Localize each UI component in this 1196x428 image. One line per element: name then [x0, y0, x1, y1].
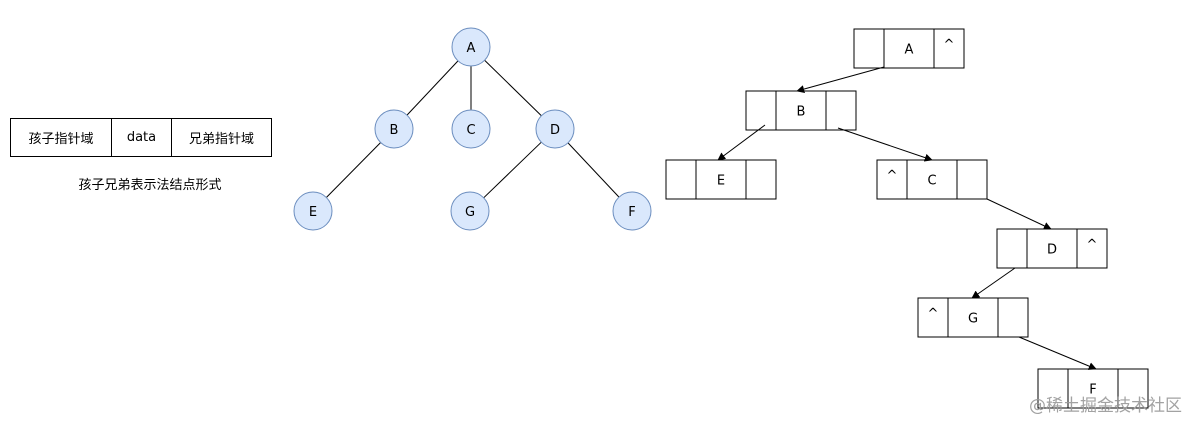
record-F-child-cell: [1037, 368, 1069, 409]
tree-node-D: [535, 109, 575, 149]
record-D: D^: [996, 228, 1108, 269]
tree-node-label-D: D: [550, 123, 560, 138]
pointer-arrows: [717, 66, 1097, 370]
tree-node-label-B: B: [390, 123, 399, 138]
record-G: ^G: [917, 297, 1029, 338]
record-F-data-cell-text: F: [1089, 383, 1096, 398]
record-C-child-cell-text: ^: [887, 169, 898, 184]
record-E-data-cell: [695, 159, 747, 200]
tree-node-label-G: G: [465, 205, 475, 220]
record-D-data-cell-text: D: [1047, 243, 1057, 258]
tree-edge-D-F: [567, 142, 620, 198]
tree-nodes: A B C D E G F: [293, 27, 652, 231]
record-C-sibling-cell: [956, 159, 988, 200]
arrow-B-sibling-C: [837, 127, 933, 162]
record-E-child-cell: [665, 159, 697, 200]
record-G-child-cell-text: ^: [928, 307, 939, 322]
tree-node-label-C: C: [466, 123, 475, 138]
record-C-child-cell: [876, 159, 908, 200]
record-A-data-cell: [883, 28, 935, 69]
arrow-C-sibling-D: [986, 198, 1052, 230]
record-B-data-cell-text: B: [797, 105, 806, 120]
record-F-sibling-cell: [1117, 368, 1149, 409]
tree-node-C: [451, 109, 491, 149]
arrow-B-child-E: [717, 124, 766, 161]
record-B-child-cell: [745, 90, 777, 131]
record-D-child-cell: [996, 228, 1028, 269]
record-A: A^: [853, 28, 965, 69]
record-A-sibling-cell-text: ^: [944, 38, 955, 53]
record-C: ^C: [876, 159, 988, 200]
arrow-G-sibling-F: [1018, 336, 1097, 370]
record-E-data-cell-text: E: [717, 174, 725, 189]
record-G-data-cell: [947, 297, 999, 338]
child-pointer-field: 孩子指针域: [28, 132, 94, 147]
record-D-sibling-cell-text: ^: [1087, 238, 1098, 253]
watermark: @稀土掘金技术社区: [1029, 396, 1182, 416]
tree-edge-A-B: [406, 60, 459, 116]
record-G-data-cell-text: G: [968, 312, 978, 327]
structure-caption: 孩子兄弟表示法结点形式: [78, 178, 222, 193]
linked-records: A^BE^CD^^GF: [665, 28, 1149, 409]
tree-node-E: [293, 191, 333, 231]
tree-node-label-A: A: [467, 41, 476, 56]
record-E: E: [665, 159, 777, 200]
arrow-A-child-B: [796, 66, 885, 93]
tree-node-label-E: E: [309, 205, 317, 220]
tree-edge-A-D: [484, 59, 542, 117]
record-A-data-cell-text: A: [905, 43, 914, 58]
data-field: data: [111, 119, 171, 156]
record-D-sibling-cell: [1076, 228, 1108, 269]
node-structure-table: 孩子指针域 data 兄弟指针域: [10, 118, 272, 157]
arrow-D-child-G: [971, 267, 1016, 299]
record-E-sibling-cell: [745, 159, 777, 200]
tree-edge-B-E: [325, 142, 382, 198]
tree-edge-D-G: [483, 141, 542, 199]
tree-node-A: [451, 27, 491, 67]
record-A-child-cell: [853, 28, 885, 69]
record-F-data-cell: [1067, 368, 1119, 409]
tree-node-B: [374, 109, 414, 149]
sibling-pointer-field: 兄弟指针域: [171, 119, 271, 156]
record-B-sibling-cell: [825, 90, 857, 131]
record-B-data-cell: [775, 90, 827, 131]
tree-node-G: [450, 191, 490, 231]
tree-node-label-F: F: [628, 205, 635, 220]
record-A-sibling-cell: [933, 28, 965, 69]
tree-node-F: [612, 191, 652, 231]
record-C-data-cell-text: C: [927, 174, 936, 189]
record-B: B: [745, 90, 857, 131]
record-F: F: [1037, 368, 1149, 409]
tree-edges: [325, 59, 620, 199]
record-G-sibling-cell: [997, 297, 1029, 338]
